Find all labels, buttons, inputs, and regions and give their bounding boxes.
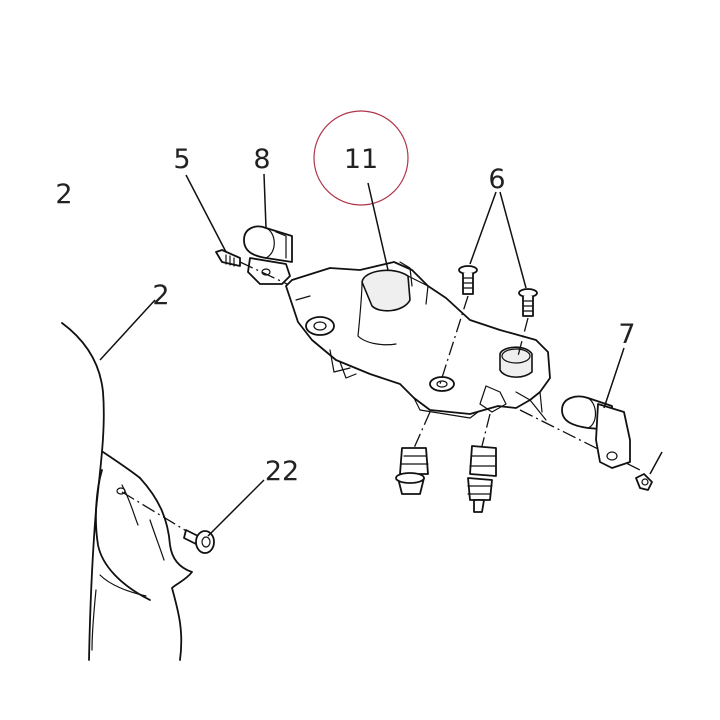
callout-5: 5	[173, 144, 190, 175]
callout-11: 11	[344, 144, 378, 175]
callout-2-frame: 2	[152, 280, 169, 311]
bolt-lower-right	[467, 413, 497, 513]
main-bracket-11	[285, 261, 551, 421]
highlight-circle	[313, 110, 409, 206]
callout-7: 7	[618, 319, 635, 350]
callout-22: 22	[265, 456, 299, 487]
callout-6: 6	[488, 164, 505, 195]
screw-6-left	[439, 265, 478, 385]
callouts: 5 8 11 6 7 2 2 22	[55, 144, 635, 487]
clamp-7	[519, 395, 663, 491]
bolt-22	[116, 487, 215, 554]
bolt-lower-left	[395, 411, 431, 495]
leader-lines	[99, 173, 625, 537]
callout-2-top: 2	[55, 179, 72, 210]
callout-8: 8	[253, 144, 270, 175]
screw-6-right	[517, 288, 538, 357]
clamp-8	[243, 225, 293, 285]
frame-part-2	[61, 322, 193, 661]
